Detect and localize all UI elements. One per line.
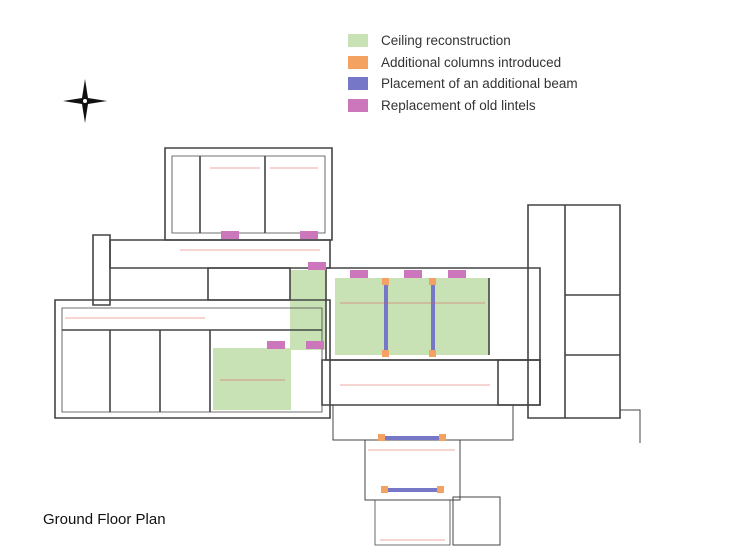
ceiling-reconstruction-areas	[213, 270, 489, 410]
dimension-lines	[65, 167, 490, 541]
plan-caption: Ground Floor Plan	[43, 511, 166, 528]
legend: Ceiling reconstruction Additional column…	[348, 30, 608, 116]
compass-star-icon	[63, 79, 107, 123]
legend-swatch-ceiling-reconstruction	[348, 34, 368, 48]
legend-label-replacement-lintels: Replacement of old lintels	[381, 97, 536, 113]
legend-item-ceiling-reconstruction: Ceiling reconstruction	[348, 30, 608, 52]
ceiling-area-main-hall	[335, 278, 489, 355]
additional-beams	[382, 282, 442, 492]
legend-label-additional-beam: Placement of an additional beam	[381, 76, 578, 92]
legend-label-ceiling-reconstruction: Ceiling reconstruction	[381, 33, 511, 49]
legend-item-replacement-lintels: Replacement of old lintels	[348, 95, 608, 117]
replaced-lintels	[221, 231, 466, 349]
legend-item-additional-columns: Additional columns introduced	[348, 52, 608, 74]
legend-swatch-replacement-lintels	[348, 98, 368, 112]
legend-swatch-additional-beam	[348, 77, 368, 91]
ceiling-area-west-room	[213, 348, 291, 410]
legend-label-additional-columns: Additional columns introduced	[381, 54, 562, 70]
legend-item-additional-beam: Placement of an additional beam	[348, 73, 608, 95]
additional-columns	[378, 278, 446, 493]
legend-swatch-additional-columns	[348, 55, 368, 69]
ceiling-area-stair-corridor	[290, 270, 326, 350]
walls	[54, 147, 641, 546]
